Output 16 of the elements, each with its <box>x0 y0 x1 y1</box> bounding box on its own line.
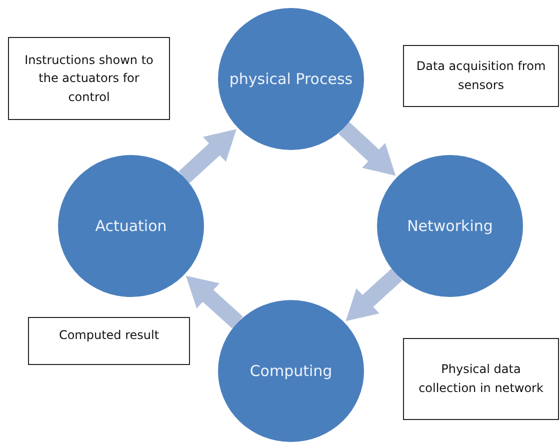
note-text: Computed result <box>58 327 160 344</box>
note-box <box>403 338 559 420</box>
note-text: Data acquisition from sensors <box>415 58 547 94</box>
block-arrow <box>346 268 402 322</box>
node-label: physical Process <box>229 70 353 88</box>
block-arrow <box>178 129 236 184</box>
node-label: Networking <box>407 217 493 235</box>
block-arrow <box>186 276 243 329</box>
note-box <box>28 317 190 365</box>
node-label: Actuation <box>95 217 167 235</box>
note-text: Instructions shown to the actuators for control <box>24 52 154 106</box>
note-box <box>8 37 170 120</box>
note-box <box>403 45 559 107</box>
node-label: Computing <box>250 362 332 380</box>
note-text: Physical data collection in network <box>418 361 544 397</box>
block-arrow <box>338 122 396 176</box>
